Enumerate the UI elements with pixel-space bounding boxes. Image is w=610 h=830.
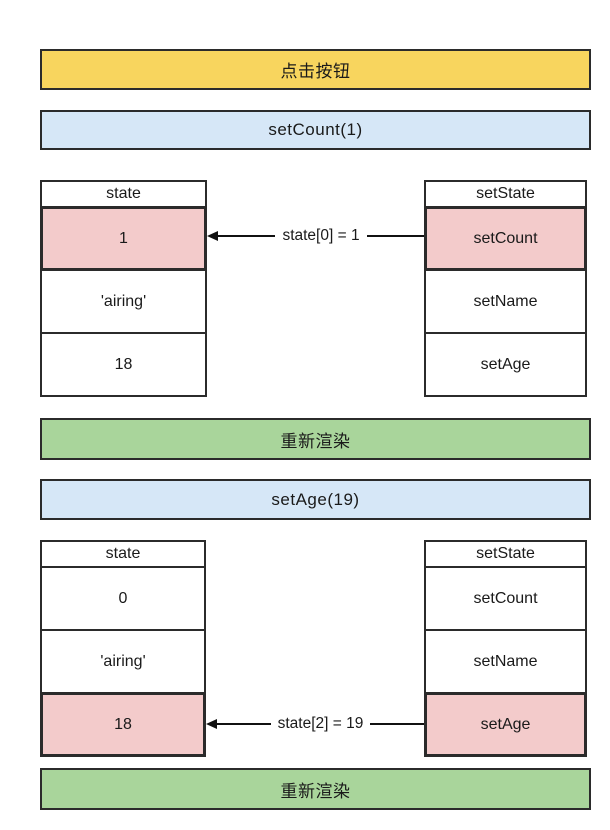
state-table-2: state 0 'airing' 18: [40, 540, 206, 757]
setstate-table-1-row-0: setCount: [426, 206, 585, 269]
state-table-1-row-1: 'airing': [42, 269, 205, 332]
setcount-call-label: setCount(1): [268, 120, 363, 139]
setstate-table-1-row-1: setName: [426, 269, 585, 332]
rerender-banner-2-label: 重新渲染: [280, 781, 351, 801]
setstate-table-1-row-2: setAge: [426, 332, 585, 395]
setstate-table-2: setState setCount setName setAge: [424, 540, 587, 757]
assignment-arrow-2: state[2] = 19: [206, 715, 424, 733]
setcount-call-banner: setCount(1): [40, 110, 591, 150]
setstate-table-2-row-0: setCount: [426, 566, 585, 629]
rerender-banner-2: 重新渲染: [40, 768, 591, 810]
state-table-2-row-0: 0: [42, 566, 204, 629]
assignment-arrow-2-label: state[2] = 19: [277, 715, 364, 732]
state-table-2-row-1: 'airing': [42, 629, 204, 692]
arrow-line: [366, 235, 424, 237]
rerender-banner-1: 重新渲染: [40, 418, 591, 460]
arrowhead-left-icon: [207, 231, 218, 241]
setstate-table-1: setState setCount setName setAge: [424, 180, 587, 397]
arrow-line: [218, 235, 276, 237]
state-table-2-header: state: [42, 542, 204, 566]
arrow-line: [217, 723, 271, 725]
setage-call-banner: setAge(19): [40, 479, 591, 520]
state-table-1-header: state: [42, 182, 205, 206]
setage-call-label: setAge(19): [271, 489, 360, 509]
state-table-1: state 1 'airing' 18: [40, 180, 207, 397]
state-table-2-row-2: 18: [42, 692, 204, 755]
arrow-line: [370, 723, 424, 725]
click-button-banner: 点击按钮: [40, 49, 591, 90]
state-table-1-row-2: 18: [42, 332, 205, 395]
state-table-1-row-0: 1: [42, 206, 205, 269]
setstate-table-2-row-2: setAge: [426, 692, 585, 755]
assignment-arrow-1-label: state[0] = 1: [282, 227, 360, 244]
click-button-label: 点击按钮: [280, 62, 351, 81]
setstate-table-2-header: setState: [426, 542, 585, 566]
arrowhead-left-icon: [206, 719, 217, 729]
assignment-arrow-1: state[0] = 1: [207, 227, 424, 245]
rerender-banner-1-label: 重新渲染: [280, 431, 351, 451]
setstate-table-2-row-1: setName: [426, 629, 585, 692]
setstate-table-1-header: setState: [426, 182, 585, 206]
